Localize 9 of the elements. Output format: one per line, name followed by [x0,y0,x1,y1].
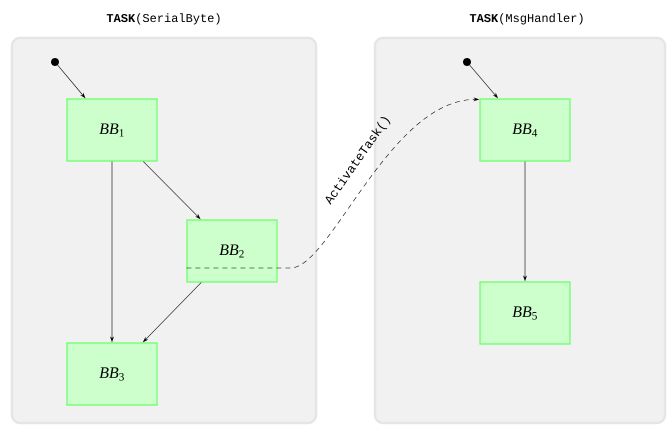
start-dot [51,58,59,66]
basic-block-box: BB$_{5}$ [479,281,571,345]
node-label: TASK(SerialByte) [106,13,220,24]
basic-block-box: BB$_{3}$ [66,342,158,406]
basic-block-box: BB$_{4}$ [479,98,571,162]
basic-block-box: BB$_{2}$ [186,219,278,283]
start-dot [463,58,471,66]
node-label: TASK(MsgHandler) [470,13,583,24]
basic-block-box: BB$_{1}$ [66,98,158,162]
